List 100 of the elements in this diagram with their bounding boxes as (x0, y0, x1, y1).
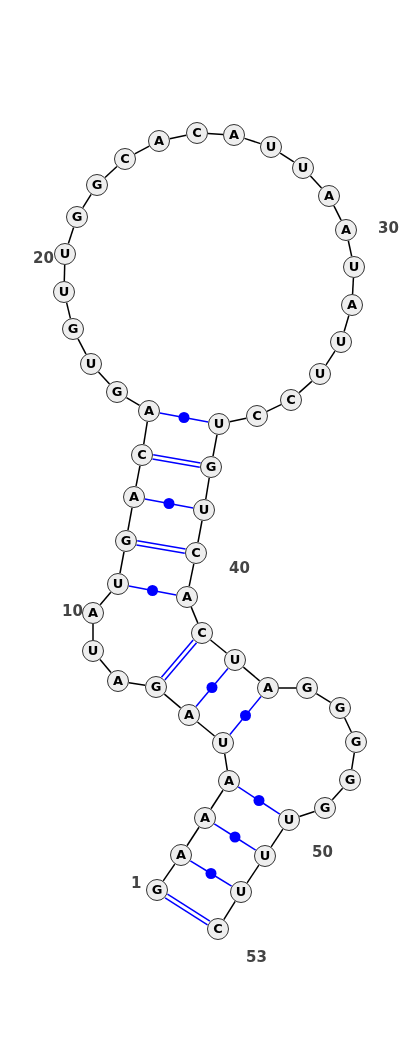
nucleotide-circle: G (62, 318, 84, 340)
backbone-line (99, 591, 112, 606)
nucleotide-circle: U (309, 363, 331, 385)
nucleotide-circle: U (82, 640, 104, 662)
nucleotide-circle: A (218, 770, 240, 792)
backbone-line (210, 789, 224, 810)
backbone-line (92, 623, 94, 641)
backbone-line (162, 863, 176, 882)
nucleotide-circle: U (193, 499, 215, 521)
backbone-line (298, 380, 313, 394)
nucleotide-circle: A (82, 602, 104, 624)
nucleotide-circle: U (330, 331, 352, 353)
nucleotide-circle: G (86, 174, 108, 196)
backbone-line (128, 681, 146, 687)
nucleotide-circle: G (66, 206, 88, 228)
nucleotide-circle: G (296, 677, 318, 699)
nucleotide-circle: A (107, 670, 129, 692)
backbone-line (325, 350, 336, 366)
backbone-line (82, 193, 92, 209)
backbone-line (246, 864, 260, 884)
backbone-line (351, 277, 355, 295)
backbone-line (242, 666, 261, 682)
nucleotide-circle: A (170, 844, 192, 866)
backbone-line (188, 563, 195, 587)
nucleotide-circle: U (224, 649, 246, 671)
nucleotide-circle: G (146, 879, 168, 901)
base-pair-line (159, 412, 209, 423)
backbone-line (99, 658, 112, 674)
backbone-line (223, 753, 229, 771)
backbone-line (229, 417, 247, 423)
nucleotide-circle: C (185, 542, 207, 564)
nucleotide-circle: C (246, 405, 268, 427)
backbone-line (169, 134, 187, 140)
base-pair-line (135, 544, 186, 555)
nucleotide-circle: U (80, 353, 102, 375)
backbone-line (97, 371, 111, 385)
base-pair-line (144, 498, 194, 509)
backbone-line (119, 551, 125, 574)
backbone-line (223, 900, 236, 921)
backbone-line (163, 693, 182, 709)
backbone-line (278, 687, 297, 689)
backbone-line (315, 692, 332, 704)
base-pair-line (151, 458, 201, 469)
backbone-line (298, 810, 316, 818)
backbone-line (127, 507, 133, 531)
nucleotide-circle: U (107, 573, 129, 595)
nucleotide-circle: A (223, 124, 245, 146)
base-pair-line (195, 667, 229, 708)
backbone-line (197, 520, 203, 543)
backbone-line (343, 717, 353, 733)
nucleotide-circle: C (191, 622, 213, 644)
nucleotide-circle: A (318, 185, 340, 207)
backbone-line (331, 787, 344, 801)
nucleotide-circle: U (230, 881, 252, 903)
backbone-line (343, 314, 350, 333)
base-pair-line (128, 585, 177, 596)
base-pair-line (136, 539, 187, 550)
position-number: 30 (378, 220, 399, 236)
position-number: 20 (33, 250, 54, 266)
nucleotide-circle: U (212, 732, 234, 754)
nucleotide-circle: G (145, 676, 167, 698)
nucleotide-circle: A (176, 586, 198, 608)
position-number: 50 (312, 844, 333, 860)
backbone-line (270, 828, 284, 848)
backbone-line (309, 175, 323, 189)
nucleotide-circle: A (178, 704, 200, 726)
nucleotide-circle: G (106, 381, 128, 403)
nucleotide-circle: A (148, 130, 170, 152)
position-number: 53 (246, 949, 267, 965)
nucleotide-circle: C (114, 148, 136, 170)
backbone-line (333, 205, 342, 221)
base-pair-line (189, 860, 233, 887)
nucleotide-circle: U (53, 281, 75, 303)
nucleotide-circle: A (335, 219, 357, 241)
position-number: 1 (131, 875, 142, 891)
backbone-line (67, 226, 75, 245)
backbone-line (133, 145, 151, 155)
backbone-line (104, 165, 118, 179)
base-pair-line (213, 823, 257, 851)
nucleotide-circle: U (278, 809, 300, 831)
nucleotide-circle: C (186, 122, 208, 144)
backbone-line (186, 826, 200, 847)
backbone-line (65, 301, 72, 320)
nucleotide-circle: U (292, 157, 314, 179)
base-pair-line (229, 695, 262, 736)
backbone-line (279, 152, 295, 163)
nucleotide-circle: C (280, 389, 302, 411)
backbone-line (207, 132, 224, 136)
backbone-line (266, 403, 282, 413)
backbone-line (209, 639, 228, 654)
nucleotide-circle: G (339, 769, 361, 791)
backbone-line (125, 396, 141, 407)
nucleotide-circle: C (207, 918, 229, 940)
nucleotide-circle: A (257, 677, 279, 699)
nucleotide-circle: U (260, 136, 282, 158)
backbone-line (347, 240, 353, 257)
nucleotide-circle: U (208, 413, 230, 435)
backbone-line (135, 465, 141, 487)
nucleotide-circle: U (343, 256, 365, 278)
backbone-line (196, 721, 216, 737)
